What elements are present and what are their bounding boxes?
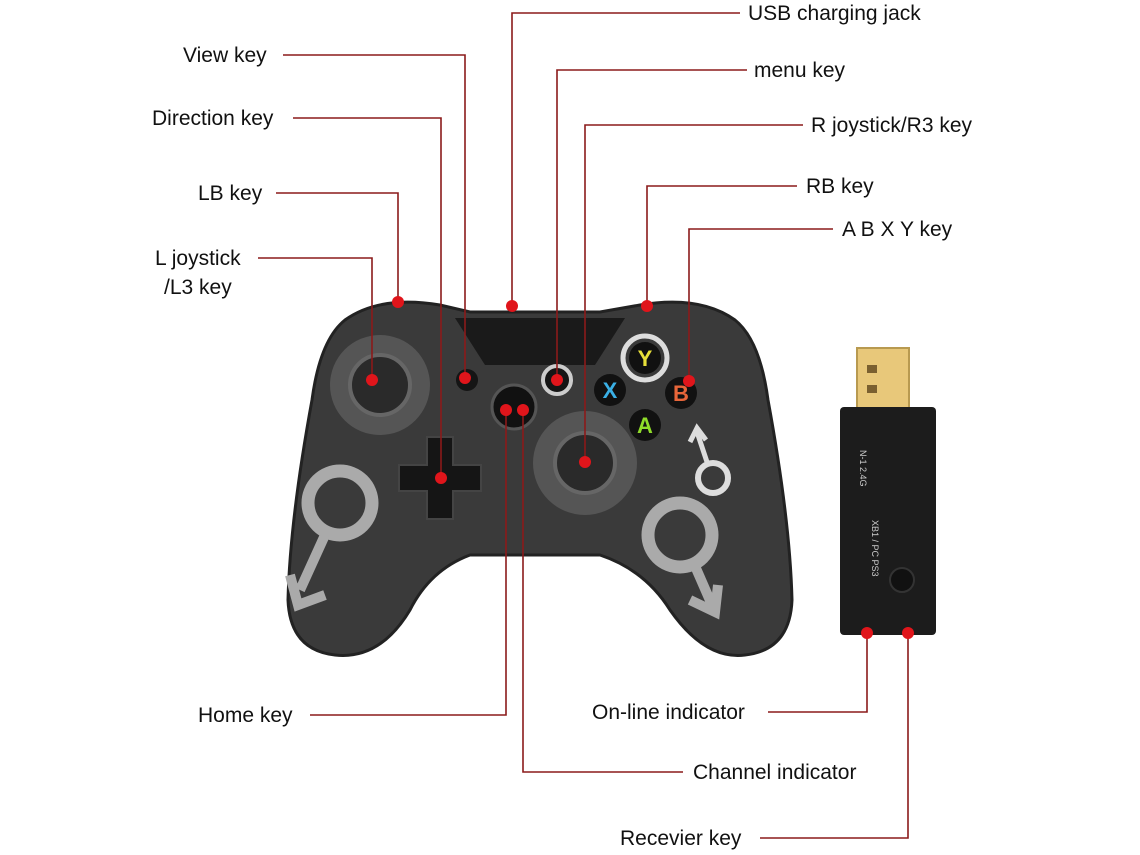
label-usb-charging-jack: USB charging jack	[748, 2, 921, 25]
label-abxy-key: A B X Y key	[842, 218, 953, 241]
usb-receiver: N-1 2.4G XB1 / PC PS3	[840, 347, 936, 635]
leader-lines	[258, 12, 909, 839]
dongle-text-1: N-1 2.4G	[858, 450, 868, 487]
a-button-letter: A	[637, 413, 653, 438]
label-receiver-key: Recevier key	[620, 827, 742, 850]
label-menu-key: menu key	[754, 59, 846, 82]
label-l-joystick-2: /L3 key	[164, 276, 232, 299]
label-rb-key: RB key	[806, 175, 874, 198]
marker-dots	[366, 296, 914, 639]
b-button-letter: B	[673, 381, 689, 406]
label-lb-key: LB key	[198, 182, 263, 205]
label-r-joystick: R joystick/R3 key	[811, 114, 973, 137]
y-button-letter: Y	[638, 346, 653, 371]
label-channel-indicator: Channel indicator	[693, 761, 857, 784]
controller: Y X A B	[285, 300, 794, 657]
label-online-indicator: On-line indicator	[592, 701, 745, 724]
label-l-joystick-1: L joystick	[155, 247, 241, 270]
label-home-key: Home key	[198, 704, 293, 727]
label-direction-key: Direction key	[152, 107, 274, 130]
x-button-letter: X	[603, 378, 618, 403]
label-view-key: View key	[183, 44, 267, 67]
dongle-text-2: XB1 / PC PS3	[870, 520, 880, 577]
